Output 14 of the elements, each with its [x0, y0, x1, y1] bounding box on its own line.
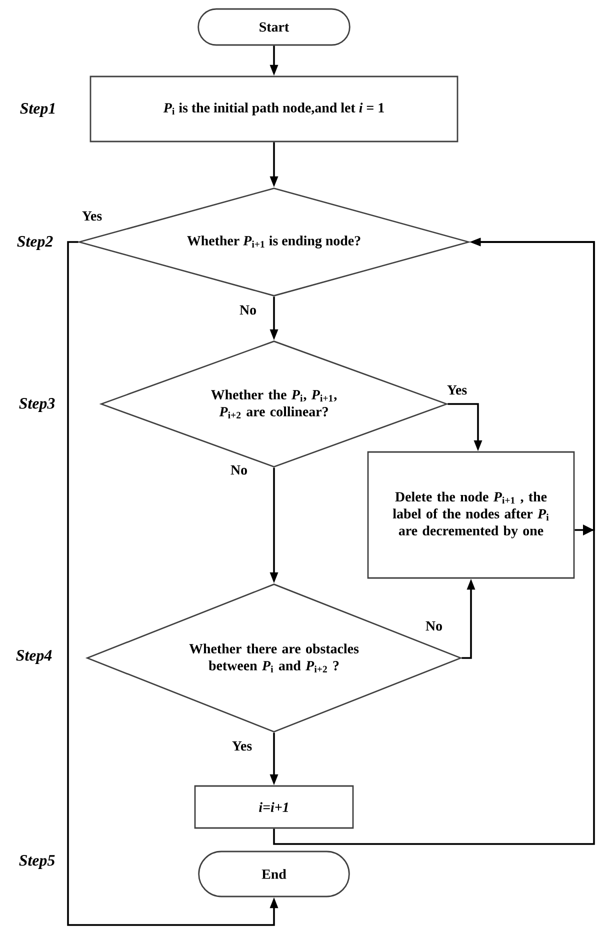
step-label: Step4 — [16, 650, 52, 664]
process-box: i=i+1 — [194, 785, 354, 829]
process-box: P$_{i}$ is the initial path node,and let i = 1 — [90, 76, 458, 142]
terminal-box: Start — [198, 8, 350, 46]
edge-label: No — [238, 304, 258, 316]
terminal-box: End — [198, 850, 350, 898]
edge-label: Yes — [80, 210, 104, 222]
step-label: Step3 — [19, 398, 55, 412]
edge-label: No — [424, 620, 444, 632]
process-box: Delete the node P$_{i+1}$ , the label of the nodes after P$_{i}$ are decremented by one — [367, 451, 575, 579]
step-label: Step1 — [20, 103, 55, 117]
step-label: Step2 — [17, 236, 53, 250]
step-label: Step5 — [19, 855, 55, 869]
edge-label: Yes — [230, 740, 254, 752]
